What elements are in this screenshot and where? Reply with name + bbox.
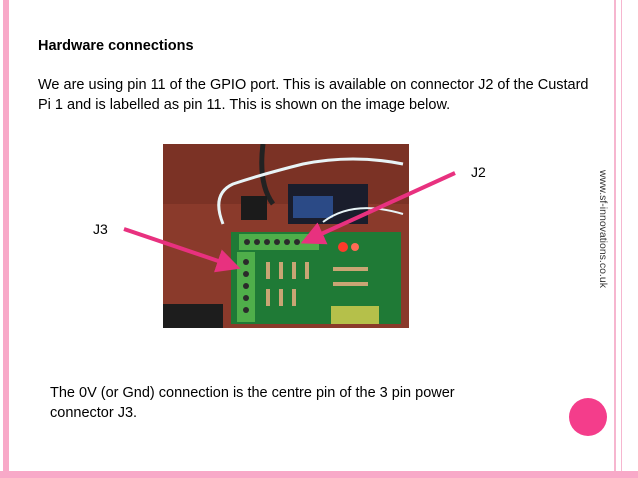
j2-label: J2 [471, 164, 486, 180]
accent-dot [569, 398, 607, 436]
footer-note: The 0V (or Gnd) connection is the centre… [50, 385, 455, 421]
j3-label: J3 [93, 221, 108, 237]
left-border-bar [3, 0, 9, 478]
board-photo [163, 144, 409, 328]
right-border-line-thin [621, 0, 622, 478]
arrow-to-j3 [123, 227, 241, 273]
arrow-to-j2 [300, 171, 456, 245]
right-border-line [614, 0, 616, 478]
bottom-border-bar [0, 471, 638, 478]
slide-heading: Hardware connections [38, 38, 194, 54]
slide-body-text: We are using pin 11 of the GPIO port. Th… [38, 77, 589, 113]
